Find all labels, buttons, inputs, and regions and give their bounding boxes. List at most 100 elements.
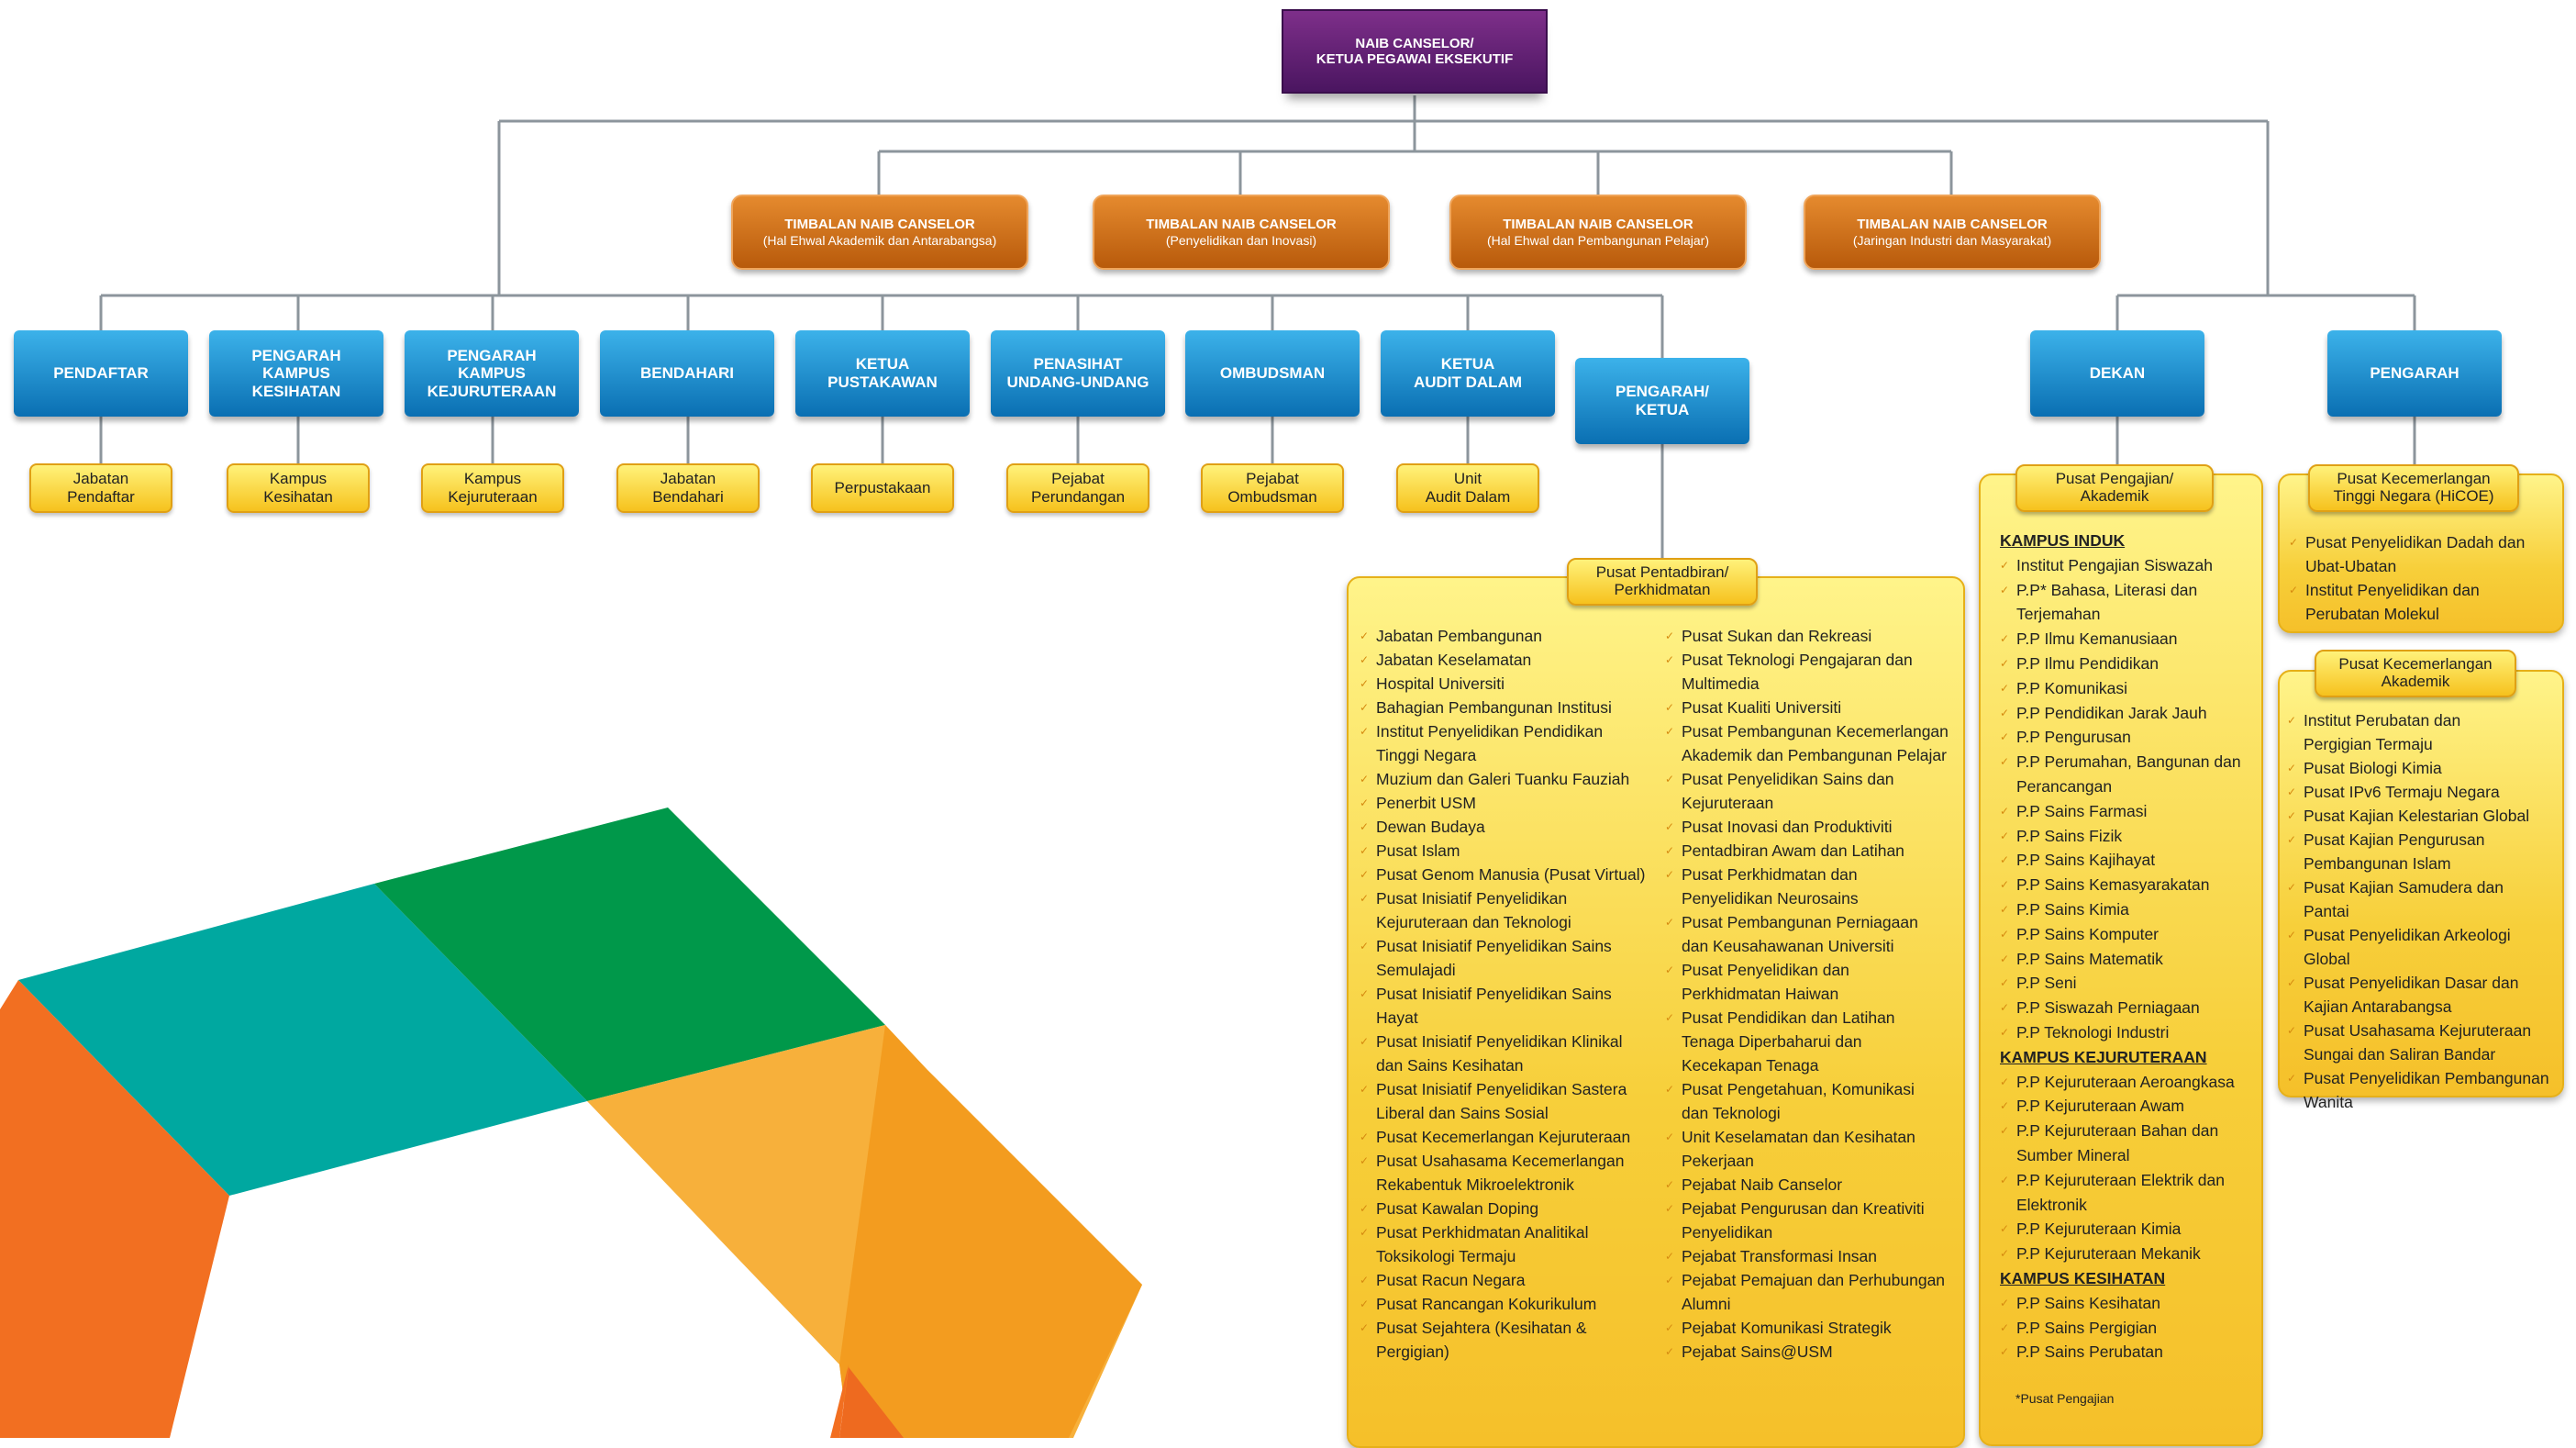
list-item: Pusat Penyelidikan Arkeologi	[2287, 923, 2562, 947]
office-label: BENDAHARI	[640, 364, 734, 383]
list-item: Pusat Inovasi dan Produktiviti	[1665, 815, 1959, 839]
unit-legal-office: Pejabat Perundangan	[1006, 463, 1149, 513]
list-item: Kejuruteraan	[1682, 794, 1774, 812]
list-item: dan Keusahawanan Universiti	[1682, 937, 1894, 955]
office-registrar: PENDAFTAR	[14, 330, 188, 417]
unit-label: Jabatan	[72, 470, 129, 488]
office-label: KEJURUTERAAN	[427, 382, 557, 400]
list-item: Institut Penyelidikan Pendidikan	[1360, 719, 1653, 743]
list-item: Hospital Universiti	[1360, 672, 1653, 696]
unit-label: Jabatan	[660, 470, 716, 488]
list-item: Elektronik	[2016, 1195, 2087, 1214]
header-label: Pusat Kecemerlangan	[2337, 470, 2491, 488]
unit-label: Kampus	[269, 470, 328, 488]
office-label: PENGARAH	[2370, 364, 2459, 383]
unit-label: Kampus	[463, 470, 522, 488]
list-item: Pusat Inisiatif Penyelidikan Sains	[1360, 934, 1653, 958]
header-label: Tinggi Negara (HiCOE)	[2333, 487, 2494, 505]
academic-schools-header: Pusat Pengajian/ Akademik	[2015, 464, 2214, 512]
office-label: PENGARAH	[251, 346, 341, 364]
deputy-research-box: TIMBALAN NAIB CANSELOR (Penyelidikan dan…	[1093, 195, 1390, 270]
list-item: Sungai dan Saliran Bandar	[2304, 1045, 2496, 1064]
list-item: Toksikologi Termaju	[1376, 1247, 1516, 1265]
list-item: Alumni	[1682, 1295, 1731, 1313]
office-label: PENGARAH	[447, 346, 537, 364]
list-item: Pusat Racun Negara	[1360, 1268, 1653, 1292]
list-item: P.P Sains Perubatan	[2000, 1340, 2261, 1364]
list-item: Institut Pengajian Siswazah	[2000, 553, 2261, 578]
section-heading: KAMPUS KEJURUTERAAN	[2000, 1047, 2207, 1066]
list-item: Wanita	[2304, 1093, 2353, 1111]
office-label: KAMPUS	[262, 364, 330, 383]
hicoe-header: Pusat Kecemerlangan Tinggi Negara (HiCOE…	[2308, 464, 2519, 512]
office-label: PENGARAH/	[1615, 383, 1709, 401]
deputy-academic-box: TIMBALAN NAIB CANSELOR (Hal Ehwal Akadem…	[731, 195, 1028, 270]
unit-label: Kesihatan	[263, 488, 333, 506]
list-item: Perkhidmatan Haiwan	[1682, 985, 1839, 1003]
list-item: P.P Siswazah Perniagaan	[2000, 996, 2261, 1020]
office-engineering-campus: PENGARAH KAMPUS KEJURUTERAAN	[405, 330, 579, 417]
list-item: Hayat	[1376, 1008, 1418, 1027]
list-item: Bahagian Pembangunan Institusi	[1360, 696, 1653, 719]
list-item: Pusat Inisiatif Penyelidikan Sastera	[1360, 1077, 1653, 1101]
office-librarian: KETUA PUSTAKAWAN	[795, 330, 970, 417]
coe-header: Pusat Kecemerlangan Akademik	[2315, 650, 2516, 697]
list-item: dan Sains Kesihatan	[1376, 1056, 1524, 1075]
list-item: Penyelidikan	[1682, 1223, 1773, 1242]
header-label: Pusat Kecemerlangan	[2338, 655, 2493, 674]
office-label: DEKAN	[2089, 364, 2146, 383]
list-item: P.P Sains Farmasi	[2000, 799, 2261, 824]
list-item: P.P Sains Kajihayat	[2000, 848, 2261, 873]
list-item: Pusat Kajian Kelestarian Global	[2287, 804, 2562, 828]
list-item: Pusat Kecemerlangan Kejuruteraan	[1360, 1125, 1653, 1149]
list-item: Pusat Genom Manusia (Pusat Virtual)	[1360, 863, 1653, 886]
list-item: Sumber Mineral	[2016, 1145, 2130, 1164]
header-label: Perkhidmatan	[1614, 581, 1711, 598]
unit-library: Perpustakaan	[811, 463, 954, 513]
deputy-portfolio: (Hal Ehwal dan Pembangunan Pelajar)	[1486, 232, 1710, 248]
unit-registrar-dept: Jabatan Pendaftar	[29, 463, 172, 513]
office-label: PUSTAKAWAN	[827, 373, 938, 391]
unit-label: Perundangan	[1030, 488, 1126, 506]
list-item: Muzium dan Galeri Tuanku Fauziah	[1360, 767, 1653, 791]
list-item: P.P Sains Matematik	[2000, 947, 2261, 972]
admin-list-col2: Pusat Sukan dan RekreasiPusat Teknologi …	[1665, 624, 1959, 1364]
list-item: P.P Pengurusan	[2000, 725, 2261, 750]
office-ombudsman: OMBUDSMAN	[1185, 330, 1360, 417]
list-item: Pusat Sukan dan Rekreasi	[1665, 624, 1959, 648]
list-item: Pergigian Termaju	[2304, 735, 2433, 753]
office-label: KAMPUS	[458, 364, 526, 383]
unit-health-campus: Kampus Kesihatan	[227, 463, 370, 513]
list-item: P.P Kejuruteraan Bahan dan	[2000, 1119, 2261, 1143]
list-item: Kecekapan Tenaga	[1682, 1056, 1819, 1075]
list-item: Institut Perubatan dan	[2287, 708, 2562, 732]
office-label: KETUA	[855, 355, 910, 373]
unit-bursar-dept: Jabatan Bendahari	[616, 463, 760, 513]
list-item: Pantai	[2304, 902, 2349, 920]
unit-internal-audit: Unit Audit Dalam	[1396, 463, 1539, 513]
list-item: Pejabat Naib Canselor	[1665, 1173, 1959, 1197]
list-item: Pejabat Transformasi Insan	[1665, 1244, 1959, 1268]
unit-label: Pendaftar	[67, 488, 135, 506]
admin-list-col1: Jabatan PembangunanJabatan KeselamatanHo…	[1360, 624, 1653, 1364]
list-item: Jabatan Pembangunan	[1360, 624, 1653, 648]
list-item: Tenaga Diperbaharui dan	[1682, 1032, 1862, 1051]
list-item: Pusat Biologi Kimia	[2287, 756, 2562, 780]
list-item: P.P Kejuruteraan Mekanik	[2000, 1242, 2261, 1266]
unit-label: Pejabat	[1246, 470, 1299, 488]
list-item: Pembangunan Islam	[2304, 854, 2451, 873]
list-item: Unit Keselamatan dan Kesihatan	[1665, 1125, 1959, 1149]
deputy-title: TIMBALAN NAIB CANSELOR	[1146, 217, 1337, 233]
admin-centres-header: Pusat Pentadbiran/ Perkhidmatan	[1567, 558, 1758, 606]
list-item: P.P Sains Komputer	[2000, 922, 2261, 947]
list-item: Pusat Usahasama Kejuruteraan	[2287, 1019, 2562, 1042]
section-heading: KAMPUS KESIHATAN	[2000, 1268, 2166, 1287]
office-label: OMBUDSMAN	[1219, 364, 1326, 383]
academic-list: KAMPUS INDUKInstitut Pengajian SiswazahP…	[2000, 529, 2261, 1364]
list-item: Pejabat Komunikasi Strategik	[1665, 1316, 1959, 1340]
list-item: Pusat Penyelidikan dan	[1665, 958, 1959, 982]
office-director-head: PENGARAH/ KETUA	[1575, 358, 1749, 444]
unit-label: Bendahari	[652, 488, 724, 506]
